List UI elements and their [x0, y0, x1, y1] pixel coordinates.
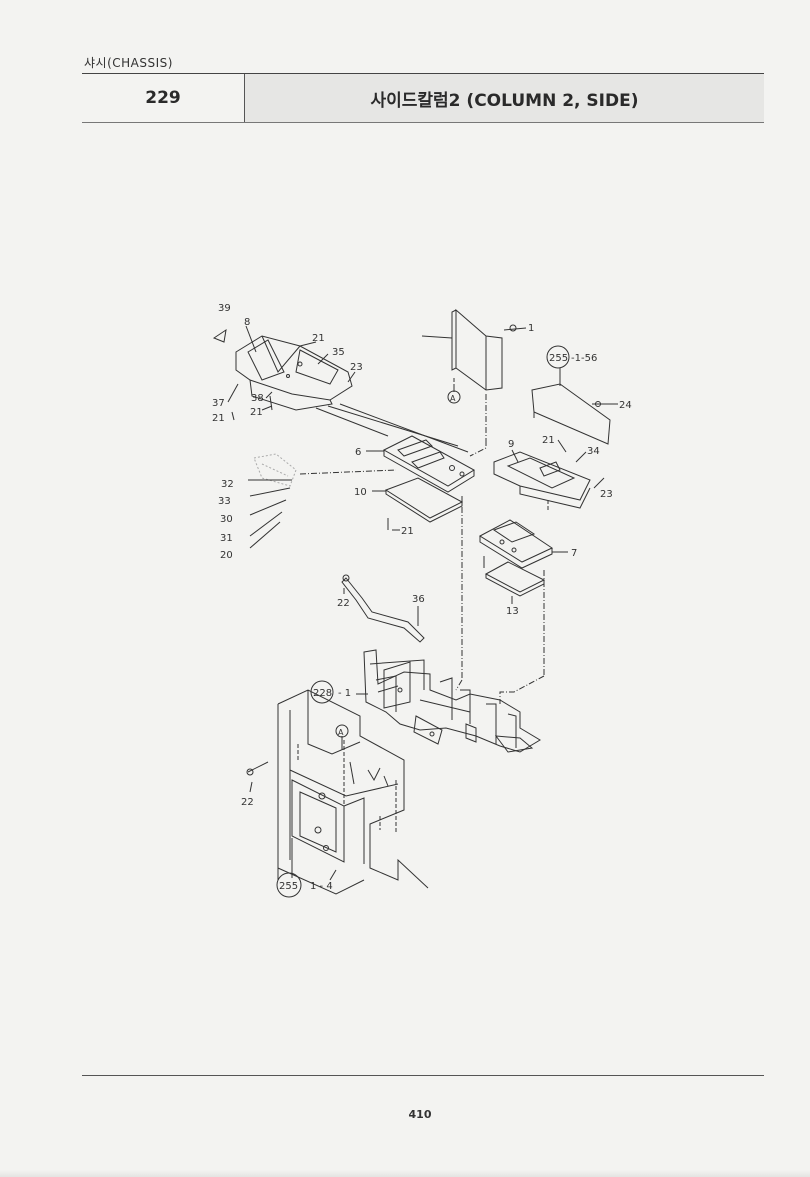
top-cover-part: [451, 308, 503, 391]
callout-21: 21: [212, 413, 225, 424]
callout-24: 24: [619, 400, 632, 411]
mark-a-label: A: [450, 394, 456, 403]
callout-7: 7: [571, 548, 577, 559]
main-frame-part: [363, 649, 541, 753]
callout-30: 30: [220, 514, 233, 525]
callout-34: 34: [587, 446, 600, 457]
callout-31: 31: [220, 533, 233, 544]
page-index-number: 229: [82, 74, 245, 122]
callout-21: 21: [542, 435, 555, 446]
callout-23: 23: [600, 489, 613, 500]
callout-10: 10: [354, 487, 367, 498]
callout-21: 21: [312, 333, 325, 344]
callout-6: 6: [355, 447, 361, 458]
callout-33: 33: [218, 496, 231, 507]
ref-circle-255-bottom: [276, 872, 302, 898]
callout-228-suffix: - 1: [338, 688, 351, 699]
callout-13: 13: [506, 606, 519, 617]
callout-21: 21: [250, 407, 263, 418]
ghost-bracket-part: [253, 453, 297, 487]
callout-255-ref: 255: [279, 881, 298, 892]
callout-21: 21: [401, 526, 414, 537]
base-plate-part: [484, 561, 546, 597]
callout-38: 38: [251, 393, 264, 404]
right-panel-part: [531, 383, 611, 445]
lower-frame-part: [277, 689, 429, 895]
mark-a-upper: [447, 390, 461, 404]
page-number: 410: [408, 1108, 432, 1121]
callout-255-suffix: -1-56: [571, 353, 597, 364]
scan-edge: [0, 1170, 810, 1177]
center-plate-part: [382, 435, 475, 493]
control-plate-part: [478, 519, 554, 569]
callout-22: 22: [337, 598, 350, 609]
header-top-rule: [82, 73, 764, 74]
callout-39: 39: [218, 303, 231, 314]
callout-20: 20: [220, 550, 233, 561]
callout-22: 22: [241, 797, 254, 808]
page-title: 사이드칼럼2 (COLUMN 2, SIDE): [245, 74, 764, 122]
callout-255-suffix: 1 - 4: [310, 881, 333, 892]
callout-36: 36: [412, 594, 425, 605]
callout-228-ref: 228: [313, 688, 332, 699]
callout-37: 37: [212, 398, 225, 409]
callout-8: 8: [244, 317, 250, 328]
callout-255-ref: 255: [549, 353, 568, 364]
footer-rule: [82, 1075, 764, 1076]
mark-a-lower: [335, 724, 349, 738]
callout-9: 9: [508, 439, 514, 450]
section-label: 샤시(CHASSIS): [84, 56, 173, 70]
ref-circle-228: [310, 680, 334, 704]
ref-circle-255-top: [546, 345, 570, 369]
callout-1: 1: [528, 323, 534, 334]
mark-a-label: A: [338, 728, 344, 737]
side-cover-part: [235, 335, 353, 411]
callout-35: 35: [332, 347, 345, 358]
triangle-clip-part: [212, 328, 227, 343]
callout-23: 23: [350, 362, 363, 373]
header-row: 229 사이드칼럼2 (COLUMN 2, SIDE): [82, 74, 764, 123]
right-bracket-part: [493, 451, 591, 509]
link-rod-part: [341, 574, 425, 643]
callout-32: 32: [221, 479, 234, 490]
